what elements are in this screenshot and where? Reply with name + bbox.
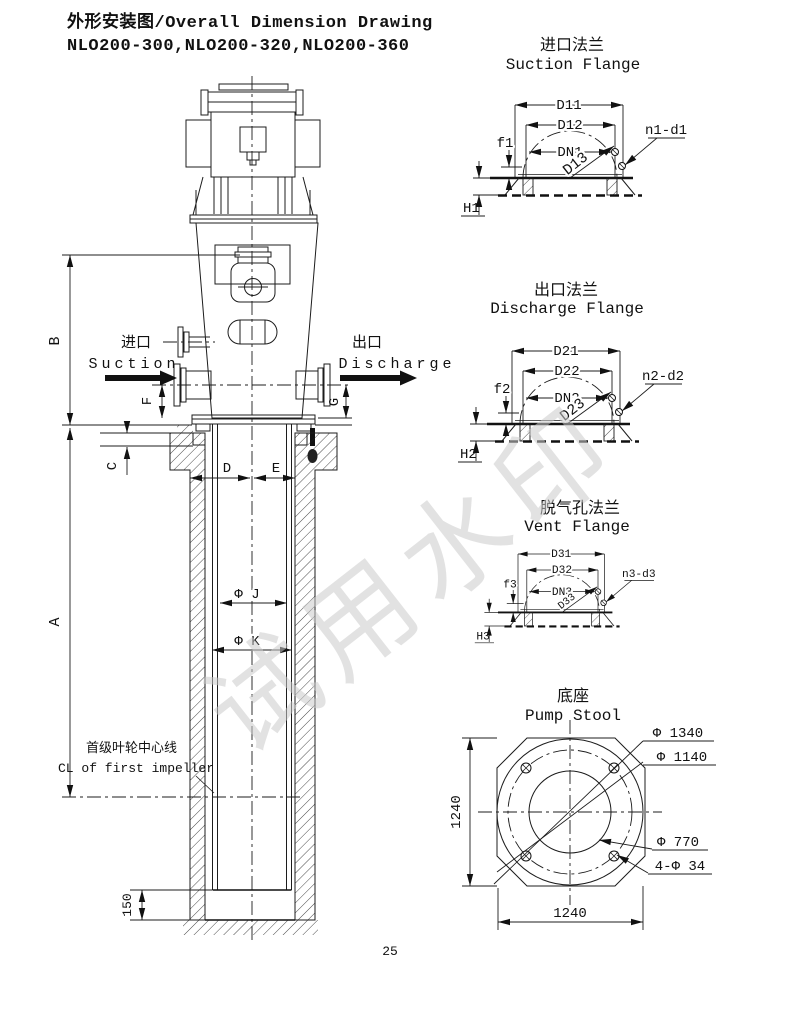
stool-inner-circle bbox=[528, 770, 612, 854]
suction-flow-arrow bbox=[105, 370, 177, 386]
stool-outline bbox=[496, 737, 646, 887]
dim-H1-label: H1 bbox=[463, 201, 480, 217]
motor-stand bbox=[189, 176, 318, 224]
pit-wall-right bbox=[294, 432, 338, 921]
outlet-label-en: Discharge bbox=[338, 356, 455, 373]
vent-flange-title-zh: 脱气孔法兰 bbox=[540, 499, 620, 518]
dim-A-label: A bbox=[47, 617, 64, 626]
suction-flange-title-en: Suction Flange bbox=[506, 56, 640, 74]
pump-stool-title-en: Pump Stool bbox=[525, 707, 621, 725]
dim-C-label: C bbox=[105, 462, 121, 470]
dim-B-label: B bbox=[47, 336, 64, 345]
dim-E-label: E bbox=[272, 461, 280, 477]
aux-nozzle bbox=[163, 326, 215, 358]
dim-DN3-label: DN3 bbox=[552, 587, 572, 599]
dim-G-label: G bbox=[327, 398, 343, 406]
discharge-nozzle bbox=[295, 363, 331, 407]
motor-assembly bbox=[185, 83, 321, 178]
stool-height-label: 1240 bbox=[449, 795, 465, 829]
vent-flange-title-en: Vent Flange bbox=[524, 518, 630, 536]
page-number: 25 bbox=[382, 944, 398, 959]
stool-bolt-circle bbox=[507, 749, 633, 875]
dim-D11-label: D11 bbox=[556, 98, 581, 114]
pit-wall-left bbox=[169, 432, 206, 921]
dim-F-label: F bbox=[140, 397, 156, 405]
stool-bolt-holes bbox=[520, 762, 620, 862]
discharge-flow-arrow bbox=[340, 370, 417, 386]
stool-dia-boltcircle-label: Φ 1140 bbox=[657, 750, 707, 766]
dim-D22-label: D22 bbox=[554, 364, 579, 380]
discharge-flange-title-en: Discharge Flange bbox=[490, 300, 644, 318]
dim-DN2-label: DN2 bbox=[554, 391, 579, 407]
dim-f3-label: f3 bbox=[503, 580, 516, 592]
stool-outer-circle bbox=[496, 738, 644, 886]
stool-bolt-holes-label: 4-Φ 34 bbox=[655, 859, 705, 875]
dim-D12-label: D12 bbox=[557, 118, 582, 134]
dim-DN1-label: DN1 bbox=[557, 145, 582, 161]
pump-casing bbox=[195, 222, 319, 419]
dim-f1-label: f1 bbox=[497, 136, 514, 152]
pit-floor-hatch bbox=[183, 920, 318, 935]
dim-D-label: D bbox=[223, 461, 231, 477]
impeller-cl-label-en: CL of first impeller bbox=[58, 761, 214, 776]
suction-flange-diagram: D11 D12 DN1 D13 f1 H1 n1-d1 bbox=[461, 96, 689, 217]
dim-H2-label: H2 bbox=[460, 447, 477, 463]
inlet-label-en: Suction bbox=[88, 356, 179, 373]
dim-phiK-label: Φ K bbox=[234, 634, 260, 650]
outlet-label-zh: 出口 bbox=[352, 334, 382, 352]
stool-width-label: 1240 bbox=[553, 906, 587, 922]
dim-phiJ-label: Φ J bbox=[234, 587, 259, 603]
dim-150-label: 150 bbox=[120, 893, 135, 916]
column-pipe bbox=[212, 424, 292, 891]
bolt-holes-n3d3-label: n3-d3 bbox=[622, 569, 656, 581]
dim-D32-label: D32 bbox=[552, 565, 572, 577]
impeller-cl-label-zh: 首级叶轮中心线 bbox=[86, 741, 177, 756]
dim-H3-label: H3 bbox=[476, 632, 489, 644]
dim-D21-label: D21 bbox=[553, 344, 578, 360]
discharge-flange-title-zh: 出口法兰 bbox=[534, 281, 598, 300]
pump-stool-diagram: Φ 1340 Φ 1140 Φ 770 4-Φ 34 1240 1240 bbox=[449, 720, 716, 930]
dim-f2-label: f2 bbox=[494, 382, 511, 398]
bolt-holes-n2d2-label: n2-d2 bbox=[642, 369, 684, 385]
seal-coupling-box bbox=[214, 244, 291, 345]
suction-flange-title-zh: 进口法兰 bbox=[540, 36, 604, 55]
pump-overall-drawing: B A F G C D E Φ J Φ K 首级叶轮中心线 bbox=[47, 76, 455, 940]
discharge-flange-diagram: D21 D22 DN2 D23 f2 H2 n2-d2 bbox=[458, 342, 686, 463]
dim-D31-label: D31 bbox=[551, 549, 571, 561]
drawing-model-numbers: NLO200-300,NLO200-320,NLO200-360 bbox=[67, 37, 410, 56]
inlet-label-zh: 进口 bbox=[121, 334, 151, 352]
pump-stool-title-zh: 底座 bbox=[557, 687, 589, 706]
vent-flange-diagram: D31 D32 DN3 D33 f3 H3 n3-d3 bbox=[475, 547, 657, 644]
suction-nozzle bbox=[173, 363, 212, 407]
stool-dia-outer-label: Φ 1340 bbox=[653, 726, 703, 742]
drawing-title-line1: 外形安装图/Overall Dimension Drawing bbox=[67, 14, 433, 33]
stool-dia-inner-label: Φ 770 bbox=[657, 835, 699, 851]
bolt-holes-n1d1-label: n1-d1 bbox=[645, 123, 687, 139]
